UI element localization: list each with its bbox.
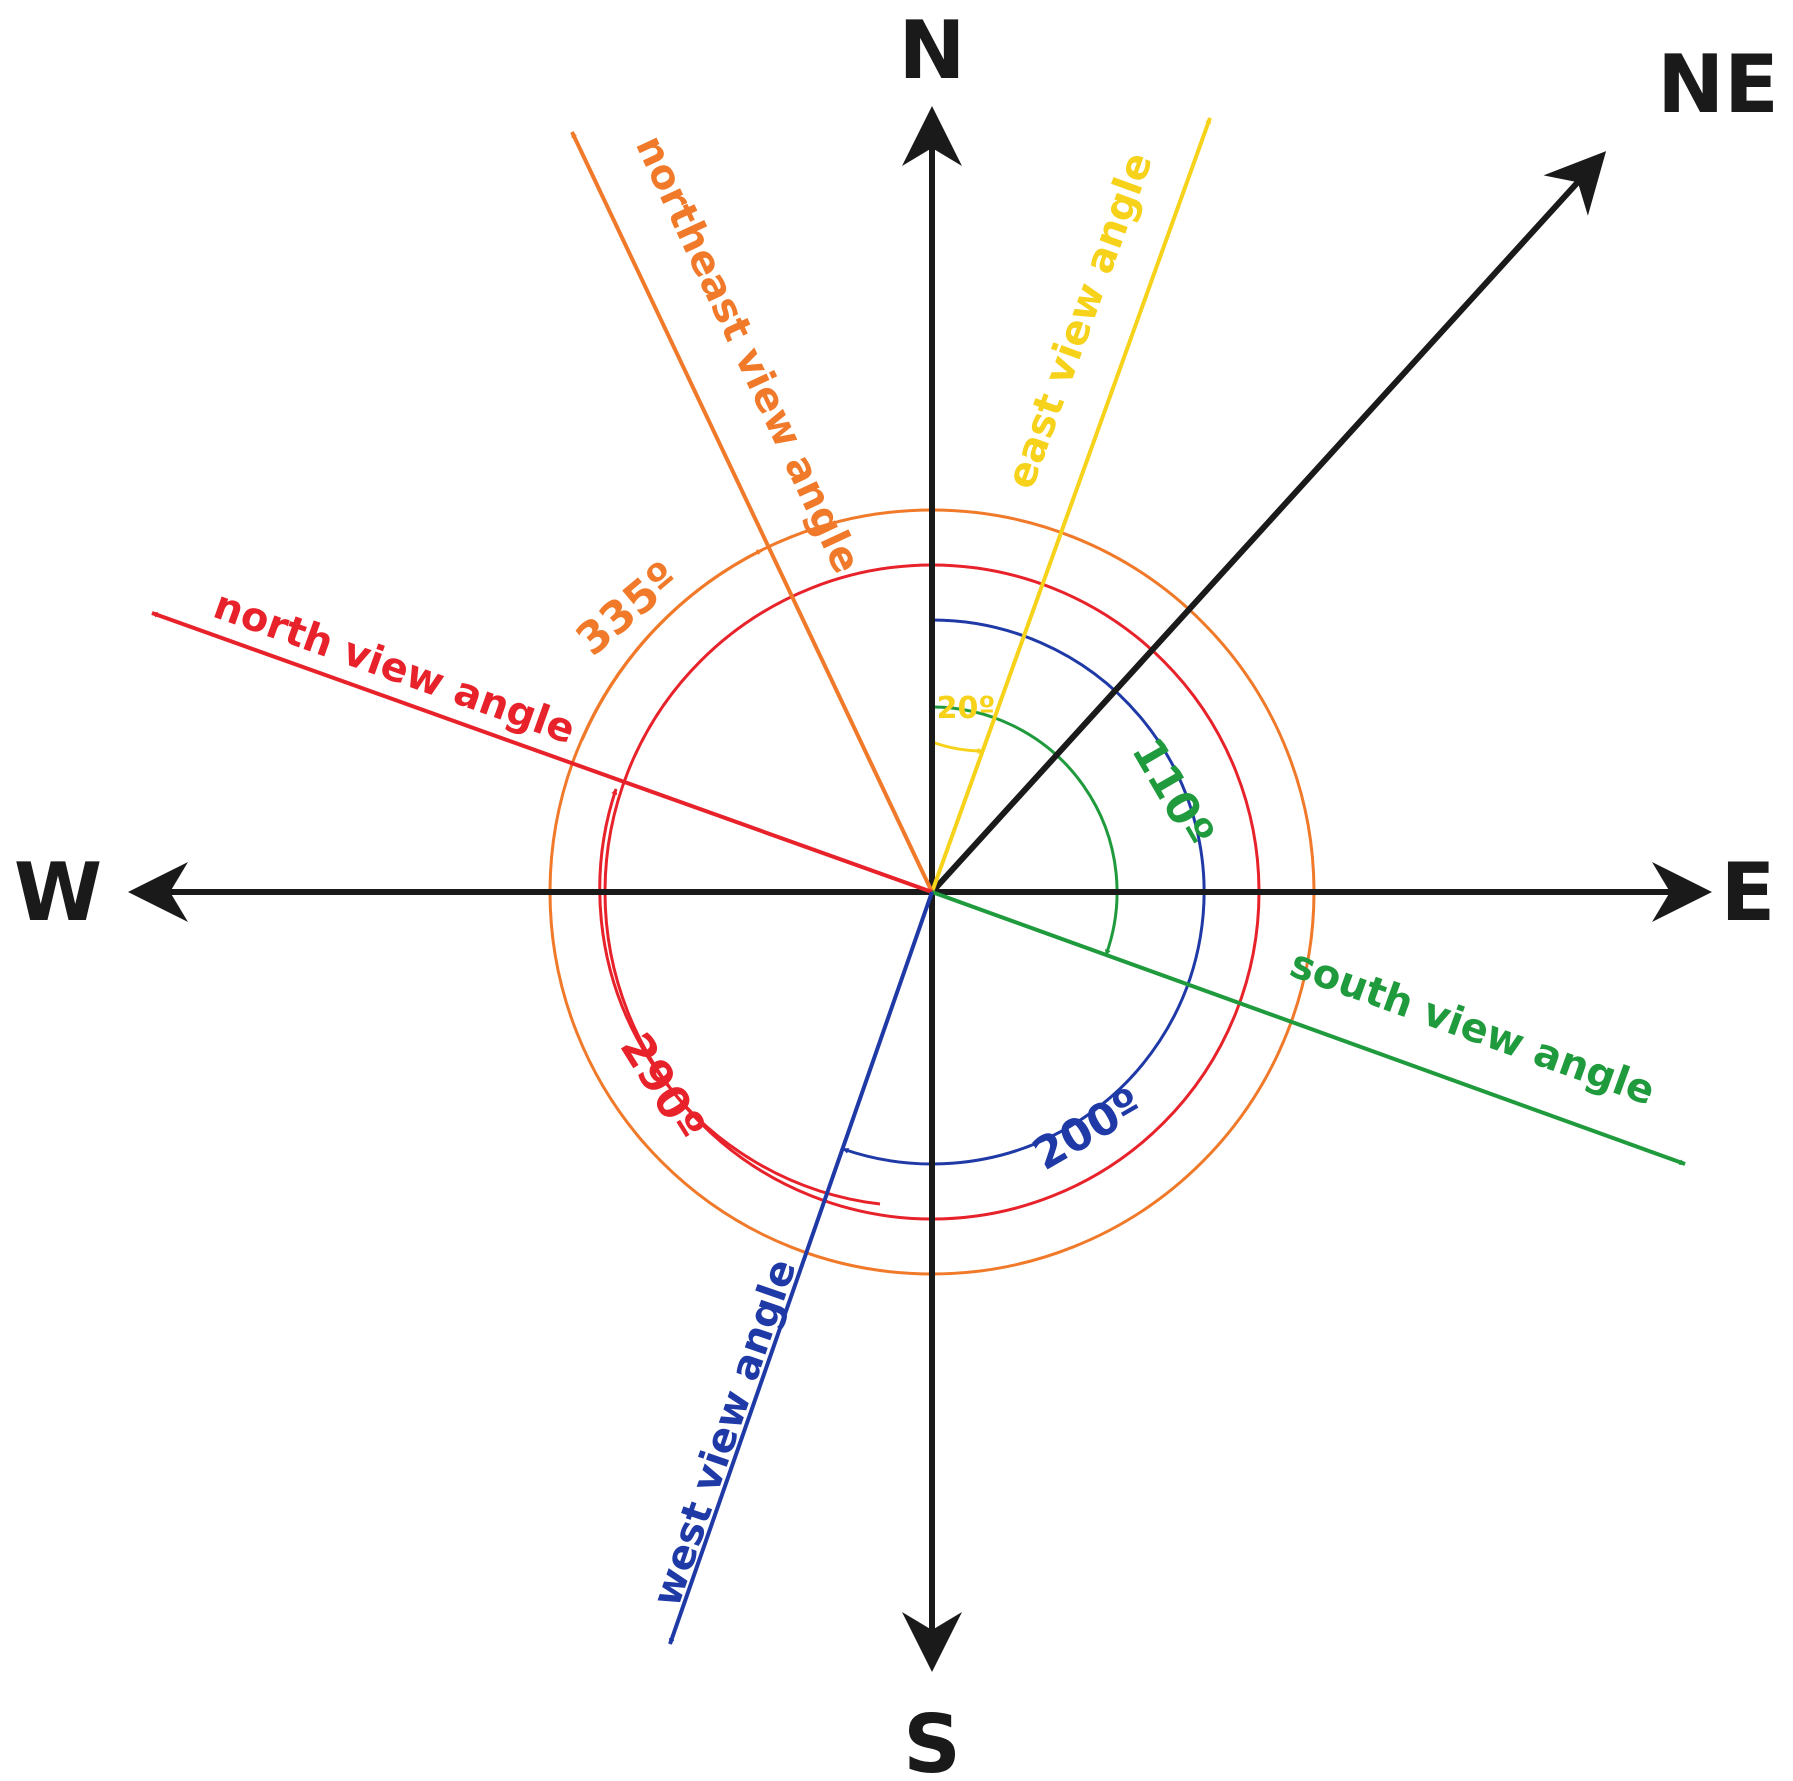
north-view-line <box>151 611 933 894</box>
northeast-label: NE <box>1657 38 1779 131</box>
northeast-view-line <box>570 131 934 893</box>
northeast-angle-value: 335º <box>567 552 689 666</box>
south-angle-value: 110º <box>1121 729 1224 856</box>
northeast-axis-arrow <box>929 151 1607 895</box>
east-angle-arc <box>931 740 984 754</box>
east-angle-value: 20º <box>937 691 996 726</box>
west-label: W <box>14 846 102 939</box>
west-angle-value: 200º <box>1024 1078 1151 1181</box>
northeast-angle-arc <box>580 548 763 741</box>
south-angle-arc <box>931 705 1119 956</box>
east-view-line <box>930 117 1212 893</box>
north-label: N <box>899 4 966 97</box>
west-view-label: west view angle <box>644 1253 806 1612</box>
north-view-label: north view angle <box>208 582 581 753</box>
west-angle-arc <box>842 618 1206 1166</box>
south-view-line <box>931 890 1686 1166</box>
east-label: E <box>1721 846 1776 939</box>
northeast-view-label: northeast view angle <box>626 129 869 581</box>
south-label: S <box>903 1698 961 1781</box>
north-angle-value: 290º <box>610 1024 715 1150</box>
north-angle-arc <box>598 788 881 1206</box>
west-view-line <box>668 891 934 1645</box>
